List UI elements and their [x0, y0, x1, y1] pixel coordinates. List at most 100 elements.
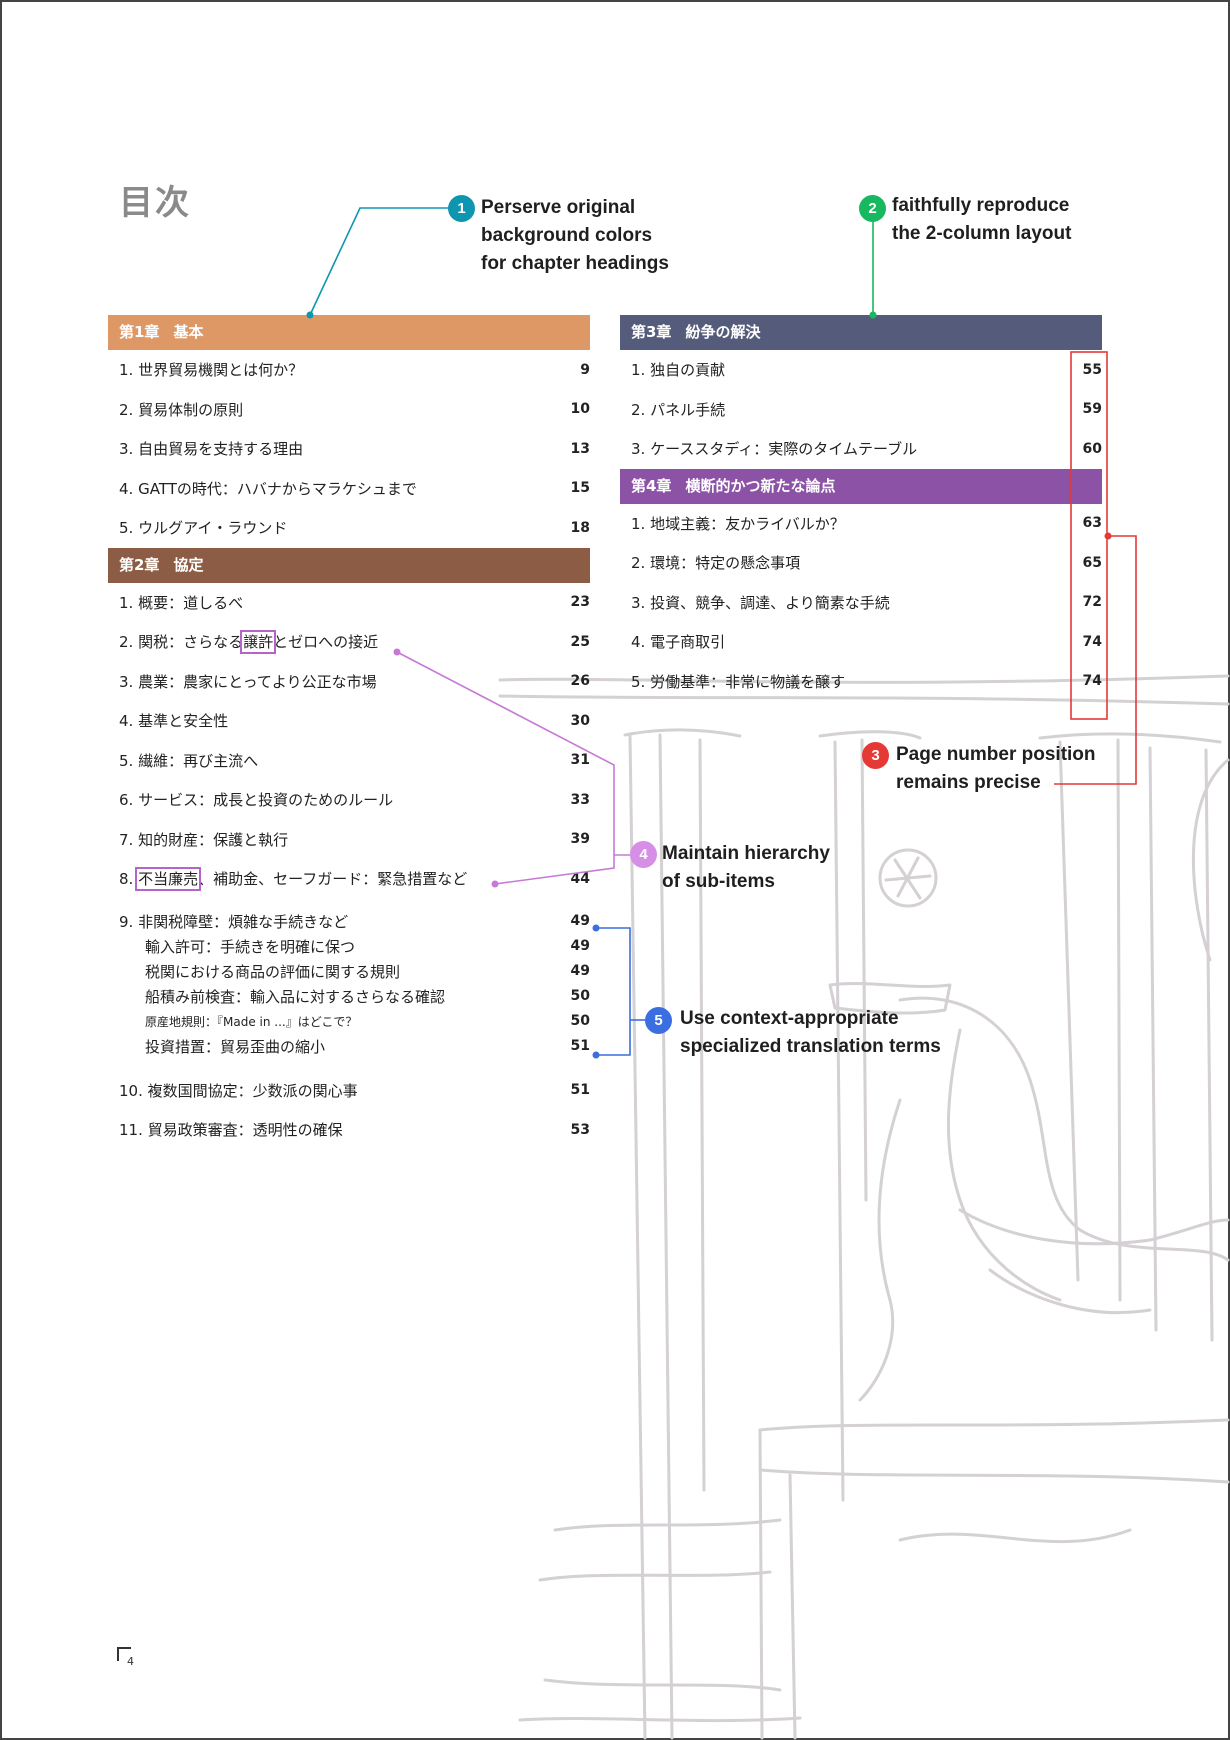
- chapter-heading-1[interactable]: 第1章基本: [108, 315, 590, 350]
- connector-1: [306, 207, 450, 319]
- highlighted-term: 不当廉売: [135, 867, 202, 892]
- annotation-text: Perserve original background colors for …: [481, 197, 669, 274]
- toc-entry[interactable]: 5. 労働基準：非常に物議を醸す 74: [620, 662, 1102, 702]
- entry-page: 15: [570, 480, 590, 497]
- connector-3: [1054, 351, 1137, 785]
- entry-page: 49: [570, 938, 590, 954]
- entry-page: 13: [570, 440, 590, 457]
- toc-sub-entry[interactable]: 船積み前検査：輸入品に対するさらなる確認 50: [108, 984, 590, 1009]
- page-number-value: 4: [127, 1655, 134, 1668]
- chapter-heading-3[interactable]: 第3章紛争の解決: [620, 315, 1102, 350]
- chapter-heading-4[interactable]: 第4章横断的かつ新たな論点: [620, 468, 1102, 504]
- toc-sub-entry[interactable]: 原産地規則：『Made in ...』はどこで？ 50: [108, 1009, 590, 1034]
- entry-title: 1. 地域主義：友かライバルか？: [631, 514, 845, 533]
- annotation-note-3: Page number position remains precise: [896, 741, 1096, 797]
- entry-title: 2. 貿易体制の原則: [119, 400, 244, 419]
- sub-entry-title: 輸入許可：手続きを明確に保つ: [145, 937, 356, 956]
- chapter-heading-2[interactable]: 第2章協定: [108, 547, 590, 583]
- toc-entry[interactable]: 4. 電子商取引 74: [620, 622, 1102, 662]
- entry-title: 3. 自由貿易を支持する理由: [119, 440, 304, 459]
- annotation-note-1: Perserve original background colors for …: [481, 194, 669, 278]
- entry-title: 5. ウルグアイ・ラウンド: [119, 519, 288, 538]
- entry-page: 44: [570, 870, 590, 887]
- toc-entry[interactable]: 5. 繊維：再び主流へ 31: [108, 741, 590, 781]
- annotation-badge-1: 1: [448, 195, 475, 222]
- entry-page: 72: [1082, 594, 1102, 611]
- entry-title: 1. 世界貿易機関とは何か？: [119, 361, 304, 380]
- entry-page: 74: [1082, 673, 1102, 690]
- entry-title-part: とゼロへの接近: [273, 633, 379, 652]
- annotation-text: Maintain hierarchy of sub-items: [662, 843, 830, 892]
- entry-page: 50: [570, 988, 590, 1004]
- toc-entry[interactable]: 10. 複数国間協定：少数派の関心事 51: [108, 1071, 590, 1111]
- entry-page: 51: [570, 1082, 590, 1099]
- toc-entry[interactable]: 2. 貿易体制の原則 10: [108, 390, 590, 430]
- entry-title: 10. 複数国間協定：少数派の関心事: [119, 1081, 358, 1100]
- annotation-badge-4: 4: [630, 841, 657, 868]
- entry-title: 2. 環境：特定の懸念事項: [631, 554, 801, 573]
- entry-page: 9: [580, 361, 590, 378]
- entry-page: 53: [570, 1121, 590, 1138]
- entry-title: 5. 労働基準：非常に物議を醸す: [631, 672, 846, 691]
- entry-title: 1. 独自の貢献: [631, 361, 726, 380]
- entry-page: 26: [570, 673, 590, 690]
- sub-entry-title: 原産地規則：『Made in ...』はどこで？: [145, 1014, 358, 1029]
- entry-page: 51: [570, 1038, 590, 1054]
- entry-title-part: 8.: [119, 870, 139, 889]
- entry-page: 65: [1082, 554, 1102, 571]
- toc-sub-entry[interactable]: 輸入許可：手続きを明確に保つ 49: [108, 934, 590, 959]
- chapter-number: 第1章: [119, 323, 160, 341]
- entry-page: 49: [570, 963, 590, 979]
- annotation-text: faithfully reproduce the 2-column layout: [892, 195, 1072, 244]
- chapter-title: 基本: [173, 323, 204, 341]
- chapter-title: 紛争の解決: [685, 323, 761, 341]
- toc-entry[interactable]: 3. 自由貿易を支持する理由 13: [108, 429, 590, 469]
- entry-page: 63: [1082, 515, 1102, 532]
- entry-page: 74: [1082, 633, 1102, 650]
- toc-entry[interactable]: 8. 不当廉売、補助金、セーフガード：緊急措置など 44: [108, 859, 590, 899]
- entry-title: 8. 不当廉売、補助金、セーフガード：緊急措置など: [119, 867, 468, 892]
- sub-entry-title: 税関における商品の評価に関する規則: [145, 962, 401, 981]
- chapter-title: 協定: [173, 555, 204, 574]
- entry-title-part: 、補助金、セーフガード：緊急措置など: [198, 870, 468, 889]
- entry-title: 4. 電子商取引: [631, 633, 726, 652]
- annotation-text: Use context-appropriate specialized tran…: [680, 1008, 941, 1057]
- annotation-note-4: Maintain hierarchy of sub-items: [662, 840, 830, 896]
- entry-title-part: 2. 関税：さらなる: [119, 633, 244, 652]
- entry-page: 50: [570, 1013, 590, 1029]
- toc-entry[interactable]: 2. 環境：特定の懸念事項 65: [620, 543, 1102, 583]
- annotation-badge-5: 5: [645, 1007, 672, 1034]
- entry-page: 10: [570, 401, 590, 418]
- annotation-note-2: faithfully reproduce the 2-column layout: [892, 192, 1071, 248]
- toc-entry[interactable]: 1. 世界貿易機関とは何か？ 9: [108, 350, 590, 390]
- annotation-text: Page number position remains precise: [896, 744, 1096, 793]
- entry-page: 31: [570, 752, 590, 769]
- entry-title: 1. 概要：道しるべ: [119, 593, 244, 612]
- toc-entry[interactable]: 1. 地域主義：友かライバルか？ 63: [620, 504, 1102, 544]
- chapter-number: 第4章: [631, 476, 672, 495]
- entry-title: 5. 繊維：再び主流へ: [119, 751, 259, 770]
- toc-sub-entry[interactable]: 税関における商品の評価に関する規則 49: [108, 959, 590, 984]
- sub-entry-title: 船積み前検査：輸入品に対するさらなる確認: [145, 987, 446, 1006]
- entry-title: 6. サービス：成長と投資のためのルール: [119, 791, 394, 810]
- chapter-title: 横断的かつ新たな論点: [685, 476, 836, 495]
